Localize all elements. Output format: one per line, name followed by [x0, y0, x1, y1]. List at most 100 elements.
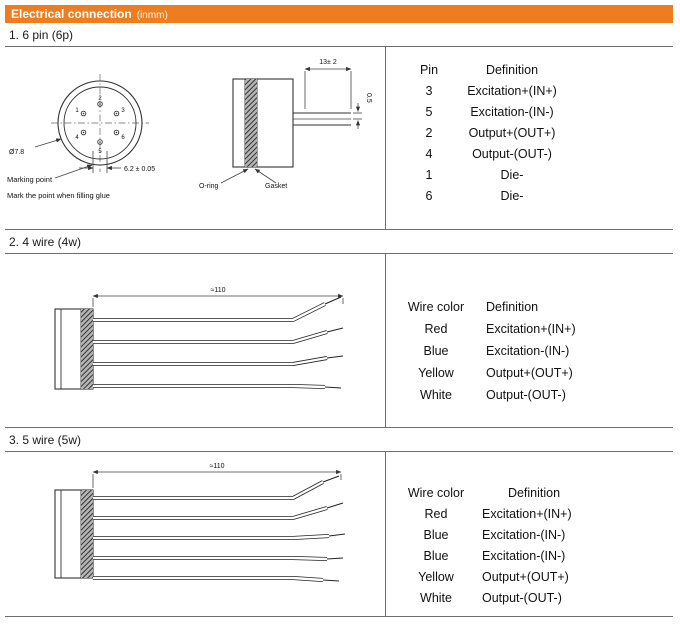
- wire-color-cell: Red: [424, 506, 448, 521]
- pin-cell: 1: [425, 167, 433, 182]
- wire-color-cell: Yellow: [418, 569, 454, 584]
- wire-tip: [326, 327, 344, 333]
- connector-drawing: 1 2 3 4 5 6 6.2 ± 0.05 Ø7.8: [7, 59, 372, 200]
- definition-cell: Excitation-(IN-): [470, 104, 554, 119]
- pin-number-label: 3: [121, 108, 125, 114]
- table-row: Blue Excitation-(IN-): [398, 340, 673, 362]
- pin-number-label: 1: [75, 108, 79, 114]
- header-unit: (inmm): [136, 10, 168, 21]
- seal-band: [81, 309, 93, 389]
- dim-wire-label: 0.5: [365, 93, 372, 103]
- table-row: Yellow Output+(OUT+): [398, 362, 673, 384]
- wire-color-cell: Blue: [423, 548, 449, 563]
- header-title: Electrical connection: [11, 7, 132, 21]
- definition-cell: Output+(OUT+): [482, 569, 569, 584]
- table-row: Blue Excitation-(IN-): [398, 545, 673, 566]
- pin-cell: 3: [425, 83, 433, 98]
- section-3-body: ≈110: [5, 451, 673, 617]
- definition-column-header: Definition: [486, 300, 539, 314]
- wire-tip: [326, 355, 344, 359]
- table-row: Red Excitation+(IN+): [398, 318, 673, 340]
- connector-front-view: 1 2 3 4 5 6 6.2 ± 0.05 Ø7.8: [7, 74, 155, 200]
- definition-cell: Output-(OUT-): [482, 590, 562, 605]
- definition-cell: Excitation-(IN-): [486, 344, 570, 358]
- section-1-body: 1 2 3 4 5 6 6.2 ± 0.05 Ø7.8: [5, 46, 673, 230]
- pin-column-header: Pin: [419, 62, 439, 77]
- wire-color-cell: Yellow: [418, 366, 454, 380]
- wire4-diagram: ≈110: [5, 254, 385, 427]
- definition-cell: Output-(OUT-): [472, 146, 552, 161]
- definition-cell: Excitation-(IN-): [482, 527, 566, 542]
- pin-cell: 6: [425, 188, 433, 203]
- table-row: 6 Die-: [400, 185, 673, 206]
- wires: [93, 475, 346, 582]
- definition-cell: Excitation-(IN-): [482, 548, 566, 563]
- table-row: Yellow Output+(OUT+): [398, 566, 673, 587]
- gasket-label: Gasket: [265, 183, 287, 190]
- pin-cell: 2: [425, 125, 433, 140]
- table-header-row: Wire color Definition: [398, 296, 673, 318]
- pin-number-label: 2: [98, 96, 102, 102]
- table-row: White Output-(OUT-): [398, 587, 673, 608]
- oring-label: O-ring: [199, 183, 219, 190]
- pin-table-column: Pin Definition 3 Excitation+(IN+) 5 Exci…: [385, 47, 673, 229]
- section-3-heading: 3. 5 wire (5w): [9, 433, 82, 447]
- wire-color-cell: Blue: [423, 527, 449, 542]
- wire-tip: [322, 579, 340, 582]
- definition-cell: Output-(OUT-): [486, 388, 566, 402]
- definition-column-header: Definition: [485, 62, 539, 77]
- wire-color-cell: Red: [424, 322, 448, 336]
- marking-note: Mark the point when filling glue: [7, 191, 110, 200]
- pin-number-label: 6: [121, 135, 125, 141]
- wire-color-cell: White: [420, 590, 452, 605]
- pin-number-label: 4: [75, 135, 79, 141]
- table-row: Blue Excitation-(IN-): [398, 524, 673, 545]
- wire4-drawing: ≈110: [54, 287, 344, 390]
- table-row: 1 Die-: [400, 164, 673, 185]
- section-1-heading: 1. 6 pin (6p): [9, 28, 74, 42]
- connector-diagram: 1 2 3 4 5 6 6.2 ± 0.05 Ø7.8: [5, 47, 385, 229]
- wire-tip: [328, 533, 346, 537]
- table-row: 4 Output-(OUT-): [400, 143, 673, 164]
- pin-number-label: 5: [98, 149, 102, 155]
- definition-cell: Excitation+(IN+): [482, 506, 572, 521]
- wire4-table-column: Wire color Definition Red Excitation+(IN…: [385, 254, 673, 427]
- wires: [93, 296, 344, 389]
- table-row: Red Excitation+(IN+): [398, 503, 673, 524]
- table-row: 5 Excitation-(IN-): [400, 101, 673, 122]
- section-2-body: ≈110: [5, 253, 673, 428]
- wire-tip: [324, 296, 342, 305]
- wire-color-cell: White: [420, 388, 452, 402]
- definition-cell: Excitation+(IN+): [486, 322, 576, 336]
- table-header-row: Pin Definition: [400, 59, 673, 80]
- seal-band: [81, 490, 93, 578]
- sensor-body: [54, 308, 94, 390]
- wire5-table-column: Wire color Definition Red Excitation+(IN…: [385, 452, 673, 616]
- dim-110-label: ≈110: [210, 287, 225, 294]
- wire5-drawing: ≈110: [54, 463, 346, 582]
- table-row: White Output-(OUT-): [398, 384, 673, 406]
- table-row: 3 Excitation+(IN+): [400, 80, 673, 101]
- definition-cell: Die-: [500, 188, 524, 203]
- pin-cell: 4: [425, 146, 433, 161]
- wire-tip: [324, 386, 342, 389]
- wire5-diagram: ≈110: [5, 452, 385, 616]
- seal-band: [245, 79, 257, 167]
- wire-color-header: Wire color: [407, 485, 465, 500]
- definition-cell: Die-: [500, 167, 524, 182]
- definition-cell: Excitation+(IN+): [467, 83, 557, 98]
- wire4-definition-table: Wire color Definition Red Excitation+(IN…: [386, 254, 673, 406]
- definition-cell: Output+(OUT+): [468, 125, 556, 140]
- pin-cell: 5: [425, 104, 433, 119]
- dim-diameter-label: Ø7.8: [9, 149, 24, 156]
- sensor-body: [54, 489, 94, 579]
- wire-tip: [326, 557, 344, 560]
- section-header-bar: Electrical connection (inmm): [5, 5, 673, 23]
- connector-side-view: 13± 2 0.5 O-ring Gasket: [199, 59, 372, 190]
- dim-pitch-label: 6.2 ± 0.05: [124, 166, 155, 173]
- marking-point-label: Marking point: [7, 175, 53, 184]
- dim-110-label: ≈110: [209, 463, 224, 470]
- dim-length-label: 13± 2: [319, 59, 337, 66]
- section-2-heading: 2. 4 wire (4w): [9, 235, 82, 249]
